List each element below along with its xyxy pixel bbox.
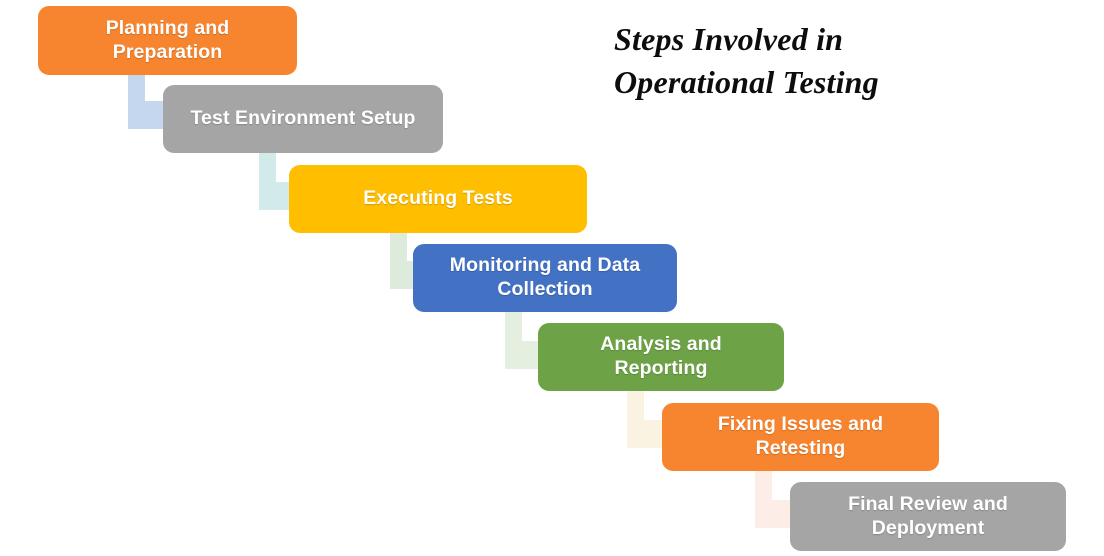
step-box-test-environment-setup[interactable]: Test Environment Setup: [163, 85, 443, 153]
step-box-fixing-issues-and-retesting[interactable]: Fixing Issues and Retesting: [662, 403, 939, 471]
page-title: Steps Involved in Operational Testing: [614, 21, 879, 101]
step-box-planning-and-preparation[interactable]: Planning and Preparation: [38, 6, 297, 75]
step-box-analysis-and-reporting[interactable]: Analysis and Reporting: [538, 323, 784, 391]
step-box-executing-tests[interactable]: Executing Tests: [289, 165, 587, 233]
step-box-final-review-and-deployment[interactable]: Final Review and Deployment: [790, 482, 1066, 551]
step-box-monitoring-and-data-collection[interactable]: Monitoring and Data Collection: [413, 244, 677, 312]
